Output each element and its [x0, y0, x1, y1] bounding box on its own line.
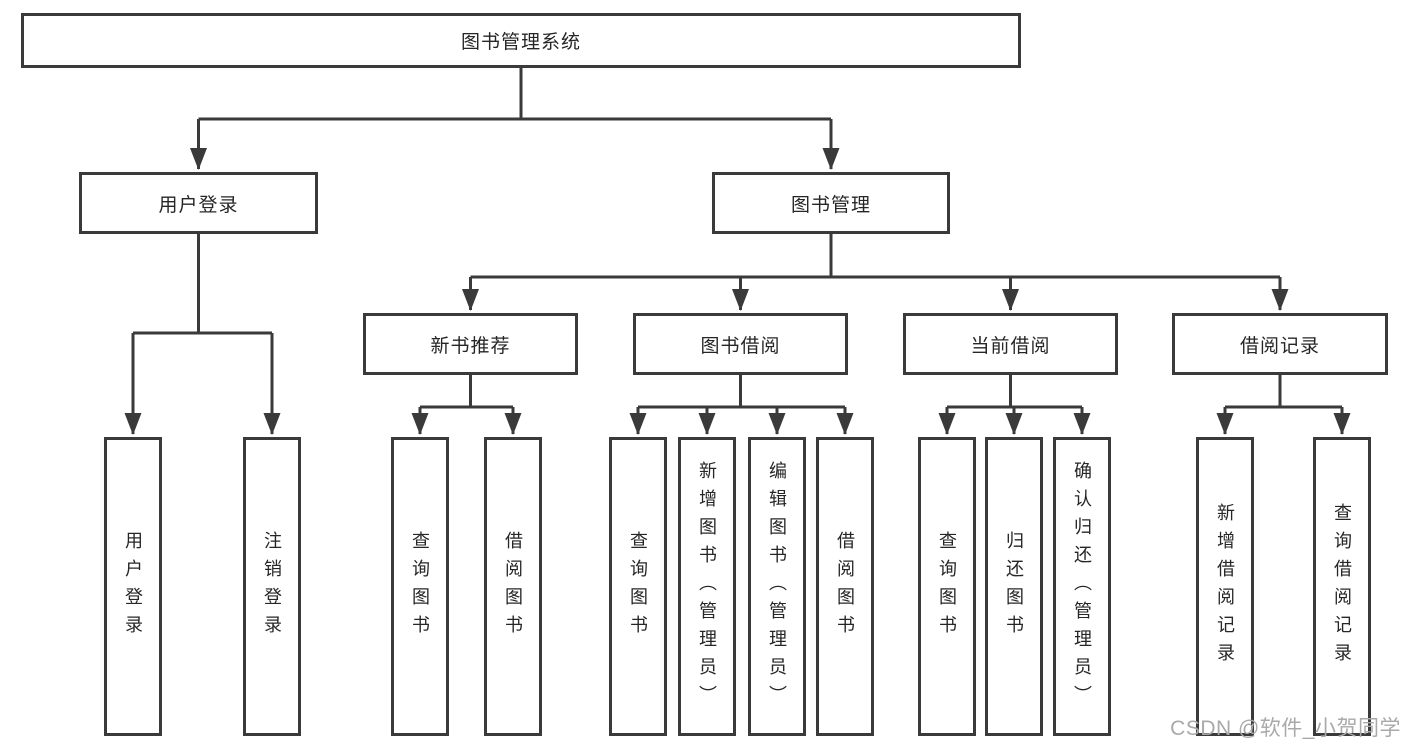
node-current-borrow: 当前借阅 — [903, 313, 1118, 375]
leaf-borrow-query-books: 查询图书 — [609, 437, 667, 736]
leaf-records-add-borrow-record: 新增借阅记录 — [1196, 437, 1254, 736]
leaf-label: 查询图书 — [628, 530, 648, 643]
connector-root-to-level2 — [190, 68, 840, 170]
leaf-newbooks-query-books: 查询图书 — [391, 437, 449, 736]
leaf-label: 借阅图书 — [503, 530, 523, 643]
leaf-current-query-books: 查询图书 — [918, 437, 976, 736]
leaf-newbooks-borrow-books: 借阅图书 — [484, 437, 542, 736]
node-user-login: 用户登录 — [79, 172, 318, 234]
leaf-label: 编辑图书（管理员） — [767, 460, 787, 713]
leaf-user-login: 用户登录 — [104, 437, 162, 736]
leaf-label: 新增图书（管理员） — [697, 460, 717, 713]
leaf-current-confirm-return-admin: 确认归还（管理员） — [1053, 437, 1111, 736]
leaf-label: 归还图书 — [1004, 530, 1024, 643]
leaf-label: 确认归还（管理员） — [1072, 460, 1092, 713]
leaf-logout-login: 注销登录 — [243, 437, 301, 736]
connector-book-borrow-branch — [629, 375, 854, 435]
leaf-borrow-add-books-admin: 新增图书（管理员） — [678, 437, 736, 736]
node-label: 图书管理系统 — [460, 32, 581, 53]
node-label: 图书管理 — [790, 194, 871, 216]
node-book-management: 图书管理 — [712, 172, 950, 234]
node-label: 图书借阅 — [700, 335, 781, 357]
leaf-borrow-borrow-books: 借阅图书 — [816, 437, 874, 736]
leaf-label: 查询图书 — [410, 530, 430, 643]
node-book-borrow: 图书借阅 — [633, 313, 848, 375]
leaf-borrow-edit-books-admin: 编辑图书（管理员） — [748, 437, 806, 736]
leaf-label: 新增借阅记录 — [1215, 502, 1235, 671]
node-new-books-recommend: 新书推荐 — [363, 313, 578, 375]
connector-new-books-branch — [411, 375, 522, 435]
csdn-watermark: CSDN @软件_小贺同学 — [1170, 717, 1401, 740]
connector-book-mgmt-branch — [462, 234, 1289, 311]
node-label: 新书推荐 — [430, 335, 511, 357]
leaf-label: 用户登录 — [123, 530, 143, 643]
node-label: 用户登录 — [158, 194, 239, 216]
leaf-records-query-borrow-record: 查询借阅记录 — [1313, 437, 1371, 736]
leaf-label: 查询图书 — [937, 530, 957, 643]
leaf-label: 注销登录 — [262, 530, 282, 643]
connector-user-login-branch — [124, 234, 281, 435]
node-root-library-system: 图书管理系统 — [21, 13, 1021, 68]
leaf-label: 查询借阅记录 — [1332, 502, 1352, 671]
node-label: 当前借阅 — [970, 335, 1051, 357]
leaf-current-return-books: 归还图书 — [985, 437, 1043, 736]
node-label: 借阅记录 — [1239, 335, 1320, 357]
connector-borrow-records-branch — [1216, 375, 1351, 435]
connector-current-borrow-branch — [938, 375, 1091, 435]
leaf-label: 借阅图书 — [835, 530, 855, 643]
node-borrow-records: 借阅记录 — [1172, 313, 1388, 375]
